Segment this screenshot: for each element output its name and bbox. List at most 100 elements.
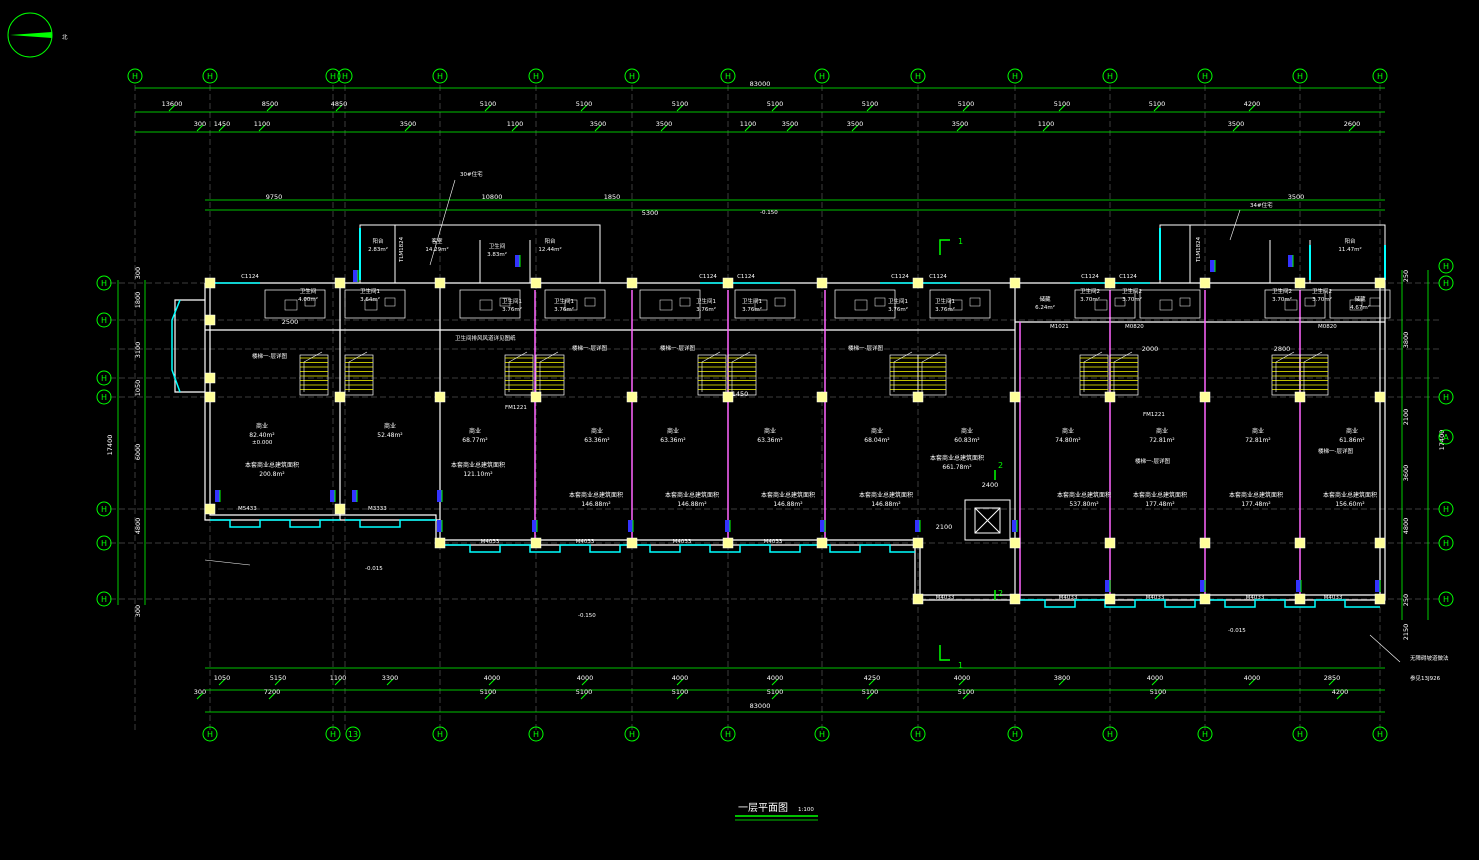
- door-code: M4033: [673, 539, 692, 545]
- toilet-name: 卫生间1: [502, 297, 522, 305]
- elevation-015-b: -0.015: [1228, 628, 1246, 634]
- axis-label-left: H: [101, 505, 107, 514]
- dim-text: 2100: [1402, 409, 1410, 426]
- axis-label-top: H: [1107, 72, 1113, 81]
- axis-label-right: H: [1443, 279, 1449, 288]
- axis-bubble-bottom: [910, 726, 926, 742]
- column: [722, 537, 734, 549]
- shop-area: 68.04m²: [864, 437, 890, 444]
- stair: [1109, 351, 1139, 396]
- unit-total-label: 本套商业总建筑面积: [761, 491, 815, 499]
- toilet-block: [1139, 289, 1201, 319]
- door-code: M4033: [1059, 595, 1078, 601]
- dim-text: 5100: [1054, 100, 1071, 108]
- fm-code-1: FM1221: [505, 405, 527, 411]
- column: [530, 391, 542, 403]
- misc-dim: 2500: [282, 318, 299, 326]
- drawing-scale: 1:100: [798, 807, 814, 813]
- unit-total-label: 本套商业总建筑面积: [859, 491, 913, 499]
- axis-label-bottom: H: [330, 730, 336, 739]
- column: [912, 593, 924, 605]
- dim-text: 5100: [1149, 100, 1166, 108]
- dim-text: 4000: [672, 674, 689, 682]
- axis-label-top: H: [342, 72, 348, 81]
- unit-total-label: 本套商业总建筑面积: [1323, 491, 1377, 499]
- axis-bubble-right: [1438, 429, 1454, 445]
- column: [530, 537, 542, 549]
- shop-area: 63.36m²: [584, 437, 610, 444]
- dim-text: 3500: [782, 120, 799, 128]
- toilet-name: 卫生间2: [1080, 287, 1100, 295]
- axis-label-top: H: [1012, 72, 1018, 81]
- axis-label-bottom: H: [915, 730, 921, 739]
- column: [1104, 391, 1116, 403]
- axis-label-top: H: [1202, 72, 1208, 81]
- axis-bubble-bottom: [1372, 726, 1388, 742]
- dim-text: 5100: [576, 688, 593, 696]
- axis-label-right: H: [1443, 539, 1449, 548]
- unit-total-label: 本套商业总建筑面积: [569, 491, 623, 499]
- toilet-area: 3.76m²: [888, 306, 908, 313]
- dim-text: 3800: [1054, 674, 1071, 682]
- door-marker: [1200, 580, 1205, 592]
- dim-text: 3500: [952, 120, 969, 128]
- shop-name: 商业: [961, 427, 973, 435]
- axis-label-top: H: [725, 72, 731, 81]
- axis-label-bottom: H: [533, 730, 539, 739]
- axis-label-top: H: [1377, 72, 1383, 81]
- door-marker: [437, 520, 442, 532]
- door-marker: [915, 520, 920, 532]
- axis-label-bottom: H: [207, 730, 213, 739]
- window-code: C1124: [929, 274, 947, 280]
- dim-text: 300: [134, 605, 142, 617]
- shop-name: 商业: [1156, 427, 1168, 435]
- dim-text: 4250: [864, 674, 881, 682]
- axis-bubble-top: [624, 68, 640, 84]
- axis-label-top: H: [437, 72, 443, 81]
- shop-name: 商业: [469, 427, 481, 435]
- axis-bubble-right: [1438, 501, 1454, 517]
- column: [1294, 391, 1306, 403]
- column: [626, 391, 638, 403]
- toilet-block: [929, 289, 991, 319]
- dim-text: 4200: [1332, 688, 1349, 696]
- stair: [697, 351, 727, 396]
- north-annex-glazing: [359, 228, 1386, 280]
- dim-text: 3300: [382, 674, 399, 682]
- dim-text: 3500: [1228, 120, 1245, 128]
- column: [204, 503, 216, 515]
- door-code: M4033: [1146, 595, 1165, 601]
- axis-label-top: H: [1297, 72, 1303, 81]
- column: [1294, 537, 1306, 549]
- misc-dim: 3500: [1288, 193, 1305, 201]
- door-marker: [1288, 255, 1293, 267]
- toilet-area: 3.70m²: [1272, 296, 1292, 303]
- axis-label-top: H: [915, 72, 921, 81]
- axis-bubble-bottom: [1007, 726, 1023, 742]
- fm-code-2: FM1221: [1143, 412, 1165, 418]
- toilet-area: 3.76m²: [696, 306, 716, 313]
- door-m0820-b: M0820: [1318, 324, 1337, 330]
- dim-text: 1800: [134, 292, 142, 309]
- axis-label-bottom: H: [1107, 730, 1113, 739]
- door-marker: [1105, 580, 1110, 592]
- column: [1199, 277, 1211, 289]
- axis-bubble-top: [720, 68, 736, 84]
- axis-bubble-left: [96, 389, 112, 405]
- door-m1021: M1021: [1050, 324, 1069, 330]
- room-area: 3.83m²: [487, 251, 507, 258]
- unit-total-area: 146.88m²: [773, 501, 803, 508]
- axis-label-left: H: [101, 595, 107, 604]
- axis-bubble-top: [528, 68, 544, 84]
- dim-total-bottom: 83000: [750, 702, 771, 710]
- dim-text: 1100: [1038, 120, 1055, 128]
- axis-label-bottom: H: [629, 730, 635, 739]
- column: [816, 391, 828, 403]
- toilet-area: 3.76m²: [742, 306, 762, 313]
- dim-text: 4000: [767, 674, 784, 682]
